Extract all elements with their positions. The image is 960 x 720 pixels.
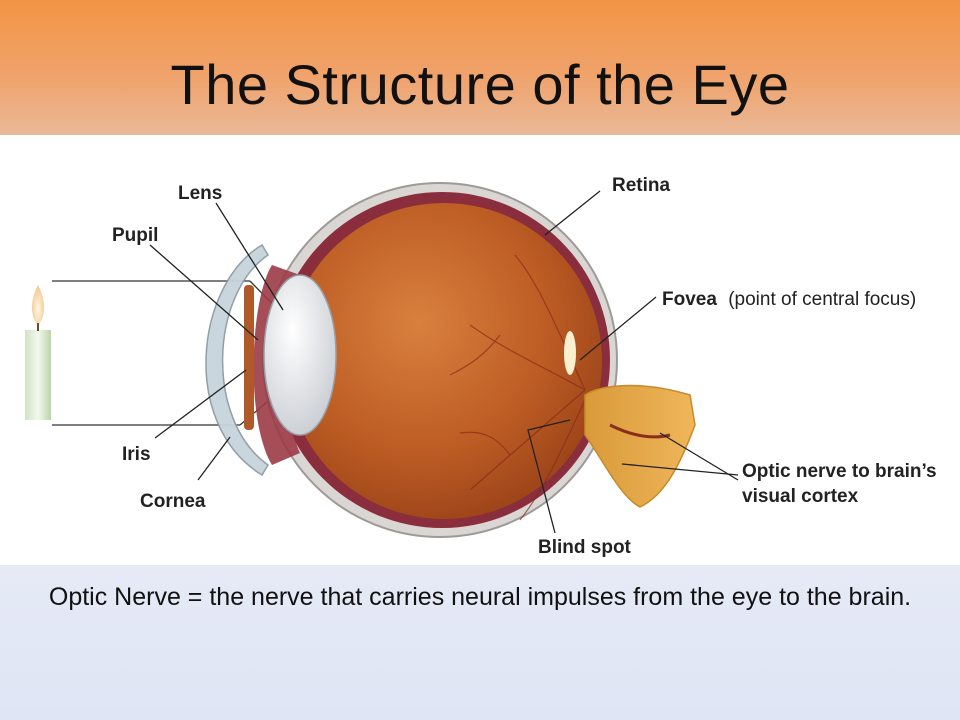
- label-optic-nerve-line2: visual cortex: [742, 486, 859, 507]
- label-cornea: Cornea: [140, 491, 206, 512]
- leader-optic-nerve-2: [659, 432, 739, 481]
- eye-diagram-svg: Lens Pupil Retina Fovea (point of centra…: [25, 175, 937, 558]
- slide-title: The Structure of the Eye: [170, 53, 790, 116]
- slide-caption: Optic Nerve = the nerve that carries neu…: [48, 583, 912, 611]
- optic-nerve: [584, 384, 696, 508]
- leader-fovea: [579, 296, 657, 361]
- eye-diagram: Lens Pupil Retina Fovea (point of centra…: [0, 135, 960, 565]
- candle-body: [25, 330, 51, 420]
- label-iris: Iris: [122, 444, 151, 465]
- label-optic-nerve-line1: Optic nerve to brain’s: [742, 461, 937, 482]
- caption-band: [0, 565, 960, 720]
- leader-cornea: [197, 436, 231, 481]
- label-fovea-name: Fovea: [662, 289, 717, 310]
- blood-vessels: [449, 254, 586, 521]
- label-pupil: Pupil: [112, 225, 158, 246]
- candle-flame: [32, 285, 44, 325]
- leader-iris: [154, 369, 247, 439]
- label-lens: Lens: [178, 183, 222, 204]
- leader-lines: [149, 190, 739, 534]
- label-fovea-note: (point of central focus): [728, 289, 916, 310]
- title-band: [0, 0, 960, 135]
- lens: [263, 274, 337, 436]
- eye-interior: [286, 203, 602, 519]
- leader-blind-spot: [527, 419, 571, 534]
- leader-pupil: [149, 244, 259, 341]
- cornea: [205, 243, 270, 477]
- candle: [25, 285, 51, 420]
- label-blind-spot: Blind spot: [538, 537, 632, 558]
- iris: [244, 285, 254, 430]
- leader-optic-nerve-1: [621, 463, 739, 476]
- label-retina: Retina: [612, 175, 671, 196]
- leader-lens: [215, 202, 284, 311]
- leader-retina: [544, 190, 601, 236]
- fovea-spot: [564, 331, 576, 375]
- label-fovea: Fovea (point of central focus): [662, 289, 916, 310]
